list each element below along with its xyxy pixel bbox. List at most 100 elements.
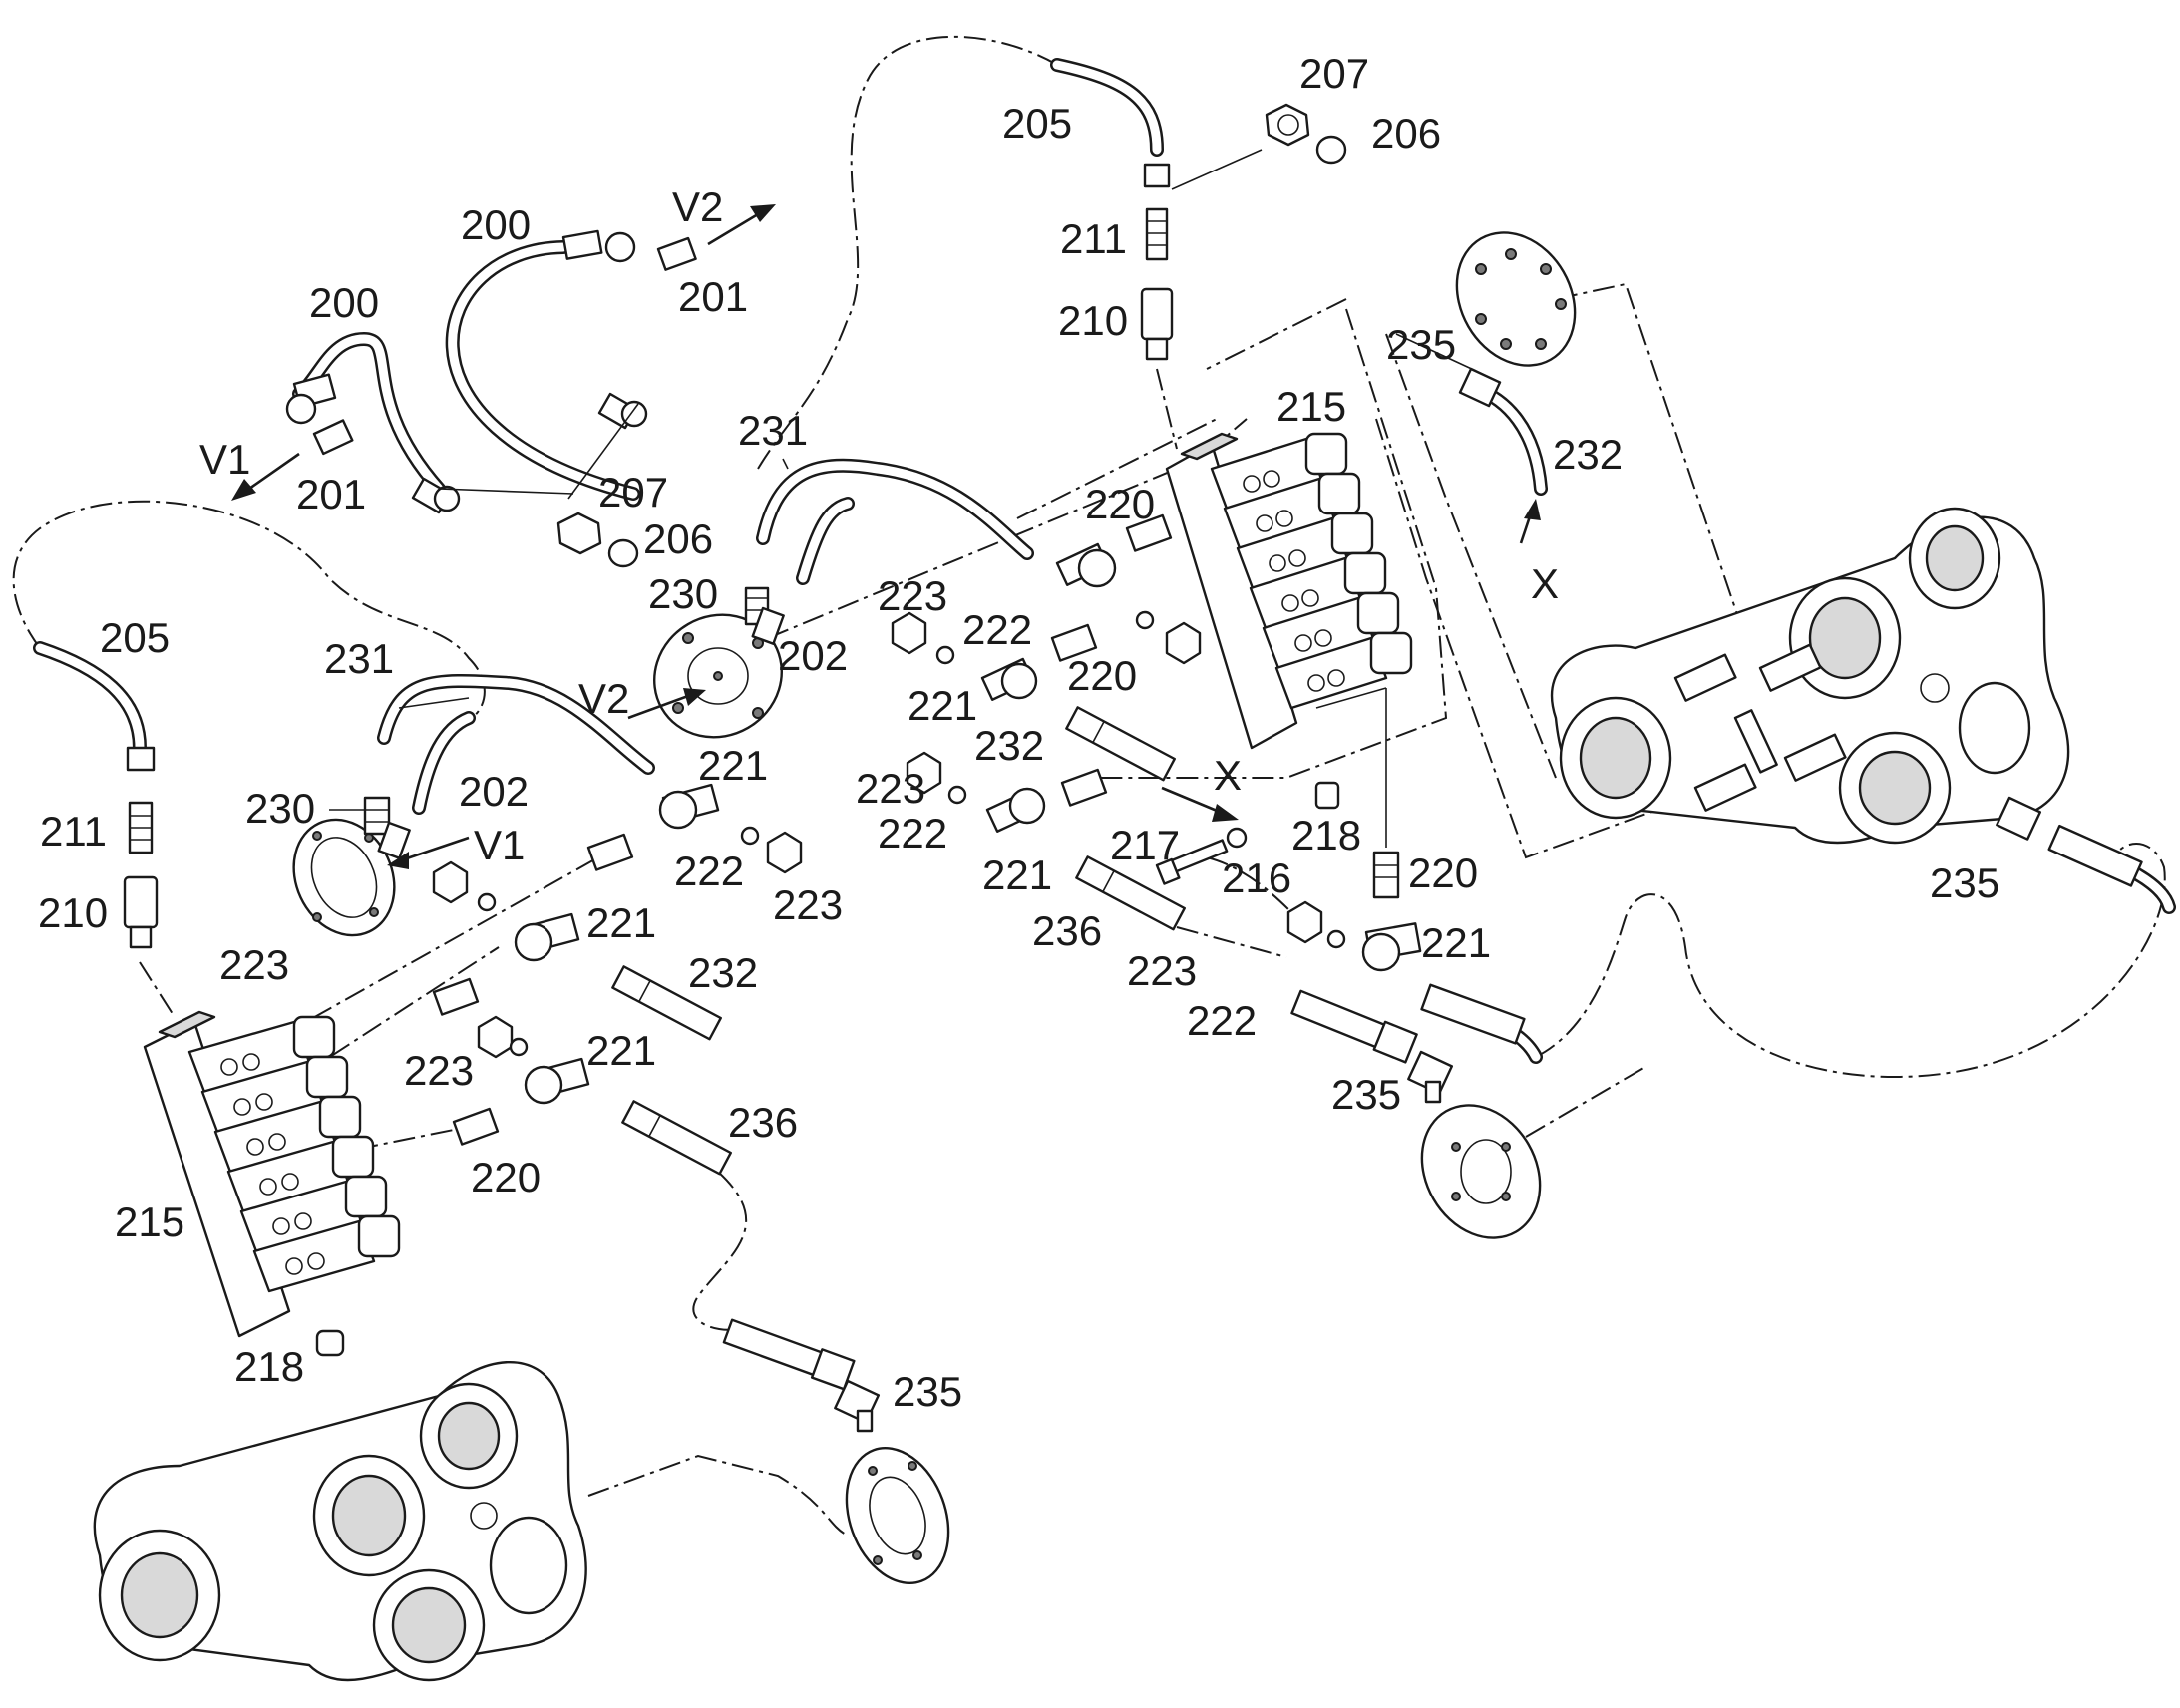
tee-221-c bbox=[985, 787, 1046, 833]
ring-222-b bbox=[1135, 610, 1155, 630]
ring-222-f bbox=[509, 1037, 529, 1057]
housing-left bbox=[93, 1361, 587, 1682]
label-232-left: 232 bbox=[688, 949, 758, 996]
ring-222-d bbox=[740, 826, 760, 846]
fitting-235-right bbox=[1996, 796, 2042, 841]
tee-221-b bbox=[980, 657, 1038, 701]
tube-236-left bbox=[621, 1100, 732, 1176]
leader-lines bbox=[329, 149, 1477, 848]
tube-236-center bbox=[1075, 855, 1186, 931]
tube-232-left bbox=[611, 965, 722, 1041]
label-221-left-b: 221 bbox=[586, 1027, 656, 1074]
label-v2-upper: V2 bbox=[672, 183, 723, 230]
label-211-top: 211 bbox=[1060, 215, 1127, 262]
fitting-200-end-c bbox=[285, 373, 337, 425]
nut-223-d bbox=[766, 831, 803, 874]
routing-line-center-a bbox=[767, 468, 1178, 639]
fitting-200-end-a bbox=[561, 229, 636, 263]
tee-221-d bbox=[658, 783, 720, 830]
fitting-230-lower bbox=[363, 796, 391, 836]
arrow-v1-upper bbox=[231, 452, 300, 501]
routing-line-left-c bbox=[318, 1126, 470, 1158]
label-221-center-b: 221 bbox=[908, 682, 977, 729]
label-200-upper: 200 bbox=[461, 201, 531, 248]
routing-line-mid-hoses bbox=[1176, 926, 1287, 958]
flange-202-v2 bbox=[653, 613, 783, 739]
label-232-center: 232 bbox=[974, 722, 1044, 769]
flanges bbox=[292, 231, 1577, 1584]
label-222-center-b: 222 bbox=[878, 810, 947, 856]
fitting-220-f bbox=[452, 1107, 500, 1146]
label-235-right: 235 bbox=[1930, 859, 1999, 906]
flange-cover-lower-right bbox=[1420, 1104, 1542, 1239]
flange-cover-bottom bbox=[845, 1447, 950, 1584]
flange-202-v1 bbox=[292, 818, 396, 937]
tee-221-a bbox=[1055, 542, 1117, 588]
label-220-center-a: 220 bbox=[1085, 481, 1155, 527]
plug-218-left bbox=[315, 1329, 345, 1357]
label-232-right: 232 bbox=[1553, 431, 1623, 478]
nut-223-f bbox=[477, 1015, 514, 1059]
label-206-mid: 206 bbox=[643, 515, 713, 562]
routing-line-bottom-left bbox=[692, 1171, 749, 1331]
valve-stack-center bbox=[1210, 432, 1413, 710]
tee-221-g bbox=[1361, 922, 1422, 972]
label-202-upper: 202 bbox=[778, 632, 848, 679]
fitting-202-lower bbox=[377, 821, 411, 859]
label-223-center-b: 223 bbox=[856, 765, 925, 812]
routing-line-mid-hoses-2 bbox=[1206, 856, 1297, 918]
fitting-220-c bbox=[1060, 768, 1108, 807]
label-220-left: 220 bbox=[471, 1154, 541, 1200]
nut-223-g bbox=[1286, 900, 1323, 944]
label-220-center-b: 220 bbox=[1067, 652, 1137, 699]
label-222-center: 222 bbox=[674, 848, 744, 894]
ring-222-g bbox=[1326, 929, 1346, 949]
fitting-220-a bbox=[1125, 513, 1173, 552]
fitting-201-lower bbox=[312, 419, 354, 456]
label-223-left: 223 bbox=[219, 941, 289, 988]
cap-206-mid bbox=[607, 538, 639, 568]
tube-right-end bbox=[2047, 824, 2143, 887]
tube-232-lower bbox=[1290, 989, 1418, 1064]
fitting-235-bottom bbox=[834, 1379, 881, 1433]
routing-line-cover-left bbox=[1385, 333, 1557, 779]
nut-223-e bbox=[432, 860, 469, 904]
routing-line-left-block bbox=[139, 961, 176, 1018]
plug-218-center bbox=[1314, 781, 1340, 810]
label-211-left: 211 bbox=[40, 808, 107, 854]
label-223-center-a: 223 bbox=[878, 572, 947, 619]
label-236-center: 236 bbox=[1032, 907, 1102, 954]
label-210-left: 210 bbox=[38, 889, 108, 936]
tube-segments bbox=[611, 706, 2143, 1391]
ring-222-c bbox=[947, 785, 967, 805]
tube-right-lower bbox=[1420, 983, 1526, 1045]
label-235-lower: 235 bbox=[1331, 1071, 1401, 1118]
fitting-220-b bbox=[1050, 623, 1098, 662]
bolt-217 bbox=[1155, 839, 1229, 885]
arrow-v2-upper bbox=[707, 204, 776, 246]
label-201-lower: 201 bbox=[296, 471, 366, 517]
label-210-top: 210 bbox=[1058, 297, 1128, 344]
label-215-left: 215 bbox=[115, 1198, 184, 1245]
hoses bbox=[33, 58, 2176, 1064]
fitting-200-end-d bbox=[411, 477, 461, 514]
fitting-211-left bbox=[126, 746, 156, 854]
routing-line-left-a bbox=[278, 856, 599, 1038]
routing-line-right-bottom bbox=[1535, 843, 2166, 1079]
routing-line-top-frame bbox=[1206, 298, 1347, 370]
label-230-lower: 230 bbox=[245, 785, 315, 832]
label-217: 217 bbox=[1110, 822, 1180, 868]
tube-232-center bbox=[1065, 706, 1176, 782]
nut-207-top bbox=[1265, 103, 1310, 147]
routing-line-right-flange bbox=[1525, 1066, 1646, 1138]
cap-206-top bbox=[1315, 135, 1347, 165]
routing-line-left-loop bbox=[12, 500, 486, 719]
label-223-center: 223 bbox=[773, 881, 843, 928]
label-v2-center: V2 bbox=[578, 675, 629, 722]
tube-236-bottom bbox=[722, 1318, 856, 1391]
label-205-left: 205 bbox=[100, 614, 170, 661]
distributor-block-215-center bbox=[1165, 432, 1413, 750]
fitting-210-top bbox=[1140, 287, 1174, 361]
label-223-left-b: 223 bbox=[404, 1047, 474, 1094]
